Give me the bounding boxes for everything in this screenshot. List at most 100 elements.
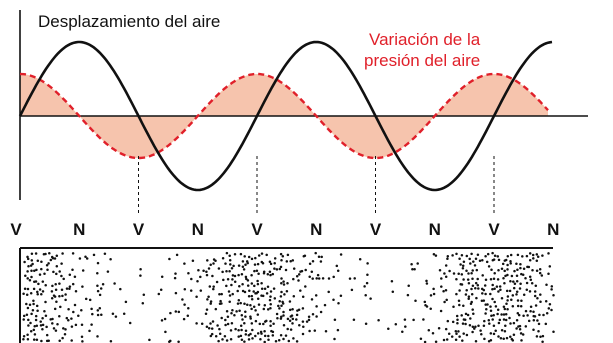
air-particle <box>353 277 356 280</box>
air-particle <box>256 313 260 316</box>
air-particle <box>283 293 286 296</box>
air-particle <box>243 302 246 306</box>
air-particle <box>139 268 142 271</box>
air-particle <box>512 280 515 283</box>
air-particle <box>492 324 496 327</box>
air-particle <box>106 270 110 273</box>
air-particle <box>22 318 25 321</box>
air-particle <box>24 274 27 278</box>
air-particle <box>27 265 30 268</box>
air-particle <box>547 272 550 275</box>
air-particle <box>285 260 289 263</box>
air-particle <box>67 308 70 311</box>
air-particle <box>280 259 283 262</box>
air-particle <box>431 331 435 335</box>
air-particle <box>506 263 509 267</box>
air-particle <box>30 259 34 262</box>
air-particle <box>224 323 227 327</box>
air-particle <box>275 268 279 271</box>
air-particle <box>90 307 93 311</box>
air-particle <box>30 269 33 272</box>
air-particle <box>262 307 266 311</box>
air-particle <box>291 307 294 311</box>
air-particle <box>489 292 492 296</box>
air-particle <box>313 329 317 332</box>
air-particle <box>237 329 240 332</box>
air-particle <box>233 252 237 256</box>
air-particle <box>288 319 292 323</box>
air-particle <box>47 262 50 265</box>
air-particle <box>282 310 285 314</box>
air-particle <box>484 312 487 315</box>
air-particle <box>521 255 524 258</box>
air-particle <box>451 320 455 324</box>
air-particle <box>467 297 470 301</box>
air-particle <box>277 304 280 308</box>
air-particle <box>231 308 234 312</box>
air-particle <box>480 299 484 302</box>
air-particle <box>493 272 496 275</box>
air-particle <box>40 267 43 271</box>
air-particle <box>72 310 75 314</box>
air-particle <box>297 308 301 312</box>
air-particle <box>482 288 486 292</box>
air-particle <box>470 252 473 256</box>
air-particle <box>533 294 537 298</box>
air-particle <box>53 295 57 298</box>
air-particle <box>363 285 366 288</box>
air-particle <box>292 267 296 270</box>
air-particle <box>254 309 257 312</box>
air-particle <box>303 254 307 258</box>
air-particle <box>273 262 276 265</box>
air-particle <box>295 275 299 278</box>
air-particle <box>25 313 29 316</box>
air-particle <box>487 265 491 268</box>
air-particle <box>461 339 464 342</box>
air-particle <box>205 308 209 311</box>
air-particle <box>273 267 276 270</box>
air-particle <box>25 302 28 306</box>
air-particle <box>307 315 311 318</box>
air-particle <box>552 330 555 334</box>
air-particle <box>295 340 299 343</box>
air-particle <box>466 278 470 281</box>
air-particle <box>442 289 445 293</box>
air-particle <box>295 313 299 317</box>
air-particle <box>304 268 307 272</box>
air-particle <box>461 266 465 270</box>
air-particle <box>297 273 301 276</box>
air-particle <box>500 297 504 300</box>
air-particle <box>489 305 492 308</box>
air-particle <box>111 312 115 315</box>
air-particle <box>364 293 367 297</box>
air-particle <box>458 335 461 338</box>
air-particle <box>181 298 184 301</box>
air-particle <box>391 290 395 294</box>
air-particle <box>246 279 250 282</box>
air-particle <box>142 293 146 296</box>
air-particle <box>545 283 548 287</box>
air-particle <box>516 268 519 272</box>
air-particle <box>216 324 219 327</box>
air-particle <box>515 293 518 296</box>
air-particle <box>488 322 491 325</box>
air-particle <box>23 287 27 291</box>
air-particle <box>508 289 512 293</box>
air-particle <box>58 270 61 273</box>
air-particle <box>301 332 305 336</box>
air-particle <box>416 262 419 265</box>
air-particle <box>295 318 298 321</box>
air-particle <box>304 285 307 288</box>
air-particle <box>73 303 77 307</box>
air-particle <box>302 325 305 329</box>
air-particle <box>55 265 59 268</box>
air-particle <box>51 322 54 325</box>
air-particle <box>260 252 264 255</box>
air-particle <box>467 272 470 275</box>
air-particle <box>160 319 164 322</box>
air-particle <box>503 269 506 273</box>
air-particle <box>250 294 254 298</box>
air-particle <box>358 258 362 261</box>
air-particle <box>471 269 474 272</box>
air-particle <box>364 322 368 326</box>
